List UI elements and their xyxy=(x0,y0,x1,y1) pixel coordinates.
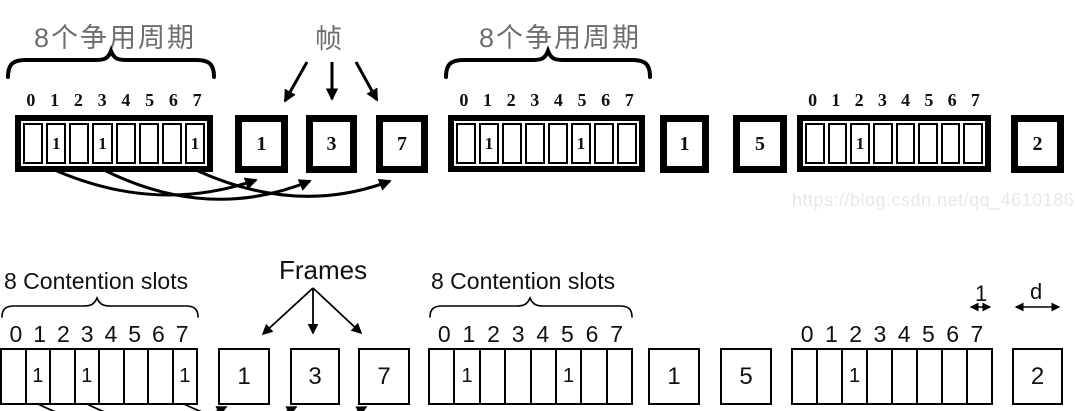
slot-cell xyxy=(818,350,843,403)
slot-cell xyxy=(582,350,608,403)
slot-cell xyxy=(918,350,943,403)
slot-cell xyxy=(918,123,938,164)
slot-cell xyxy=(481,350,507,403)
slot-cell xyxy=(793,350,818,403)
frame-pointer-arrows-en xyxy=(261,287,363,336)
slot-cell: 1 xyxy=(843,350,868,403)
slot-width-marker-label: 1 xyxy=(975,281,988,306)
slot-cell xyxy=(963,123,983,164)
slot-cell: 1 xyxy=(46,123,67,164)
contention-slots-label-en-2: 8 Contention slots xyxy=(431,268,616,294)
frame-box-7: 7 xyxy=(376,115,428,173)
slot-cell xyxy=(149,350,174,403)
slot-cell: 1 xyxy=(27,350,51,403)
slot-cell xyxy=(940,123,961,164)
slot-cell xyxy=(872,123,893,164)
slot-cell xyxy=(893,350,918,403)
frame-box-2: 2 xyxy=(1012,348,1063,405)
frame-box-1b: 1 xyxy=(660,115,709,173)
slot-cell xyxy=(895,123,916,164)
slot-cell xyxy=(943,350,968,403)
slot-cell xyxy=(502,123,522,164)
slot-cell xyxy=(617,123,637,164)
slot-cell xyxy=(868,350,893,403)
frame-box-2: 2 xyxy=(1011,115,1064,173)
frame-box-5: 5 xyxy=(733,115,787,173)
slot-cell xyxy=(2,350,27,403)
slot-cell: 1 xyxy=(455,350,481,403)
contention-brace-en-2 xyxy=(429,295,633,318)
slot-cell xyxy=(548,123,568,164)
contention-slots-label-en-1: 8 Contention slots xyxy=(4,268,189,294)
slot-cell: 1 xyxy=(850,123,870,164)
slot-to-frame-arcs-cn xyxy=(56,169,392,201)
frame-box-1: 1 xyxy=(218,348,270,405)
frame-label-cn: 帧 xyxy=(315,24,344,54)
frame-box-5: 5 xyxy=(720,348,772,405)
slot-cell xyxy=(23,123,44,164)
slot-cell xyxy=(827,123,848,164)
frames-label-en: Frames xyxy=(279,255,368,285)
slot-cell xyxy=(161,123,182,164)
slot-cell: 1 xyxy=(76,350,100,403)
slot-cell: 1 xyxy=(92,123,113,164)
frame-box-3: 3 xyxy=(306,115,357,173)
slot-cell xyxy=(115,123,136,164)
slot-cell xyxy=(138,123,159,164)
frame-box-1: 1 xyxy=(235,115,288,173)
watermark: https://blog.csdn.net/qq_46101869 xyxy=(792,190,1075,210)
slot-cell xyxy=(430,350,456,403)
frame-width-marker-label: d xyxy=(1030,279,1043,304)
slot-cell xyxy=(532,350,557,403)
slot-cell xyxy=(594,123,614,164)
frame-box-1b: 1 xyxy=(648,348,700,405)
contention-period-label-cn-1: 8个争用周期 xyxy=(34,23,197,53)
contention-brace-en-1 xyxy=(1,295,199,318)
frame-pointer-arrows-cn xyxy=(283,61,379,103)
slot-cell xyxy=(125,350,149,403)
slot-cell: 1 xyxy=(184,123,205,164)
slot-cell xyxy=(608,350,631,403)
slot-cell xyxy=(100,350,125,403)
frame-box-3: 3 xyxy=(290,348,340,405)
slot-cell xyxy=(805,123,825,164)
slot-cell: 1 xyxy=(479,123,499,164)
frame-box-7: 7 xyxy=(358,348,410,405)
slot-cell xyxy=(968,350,991,403)
slot-cell: 1 xyxy=(179,365,191,387)
contention-period-label-cn-2: 8个争用周期 xyxy=(479,23,642,53)
slot-cell: 1 xyxy=(557,350,583,403)
slot-cell xyxy=(456,123,476,164)
slot-cell xyxy=(506,350,532,403)
slot-to-frame-arcs-en xyxy=(37,403,368,411)
slot-cell xyxy=(525,123,545,164)
slot-cell xyxy=(69,123,90,164)
slot-cell xyxy=(51,350,76,403)
slot-cell: 1 xyxy=(571,123,591,164)
